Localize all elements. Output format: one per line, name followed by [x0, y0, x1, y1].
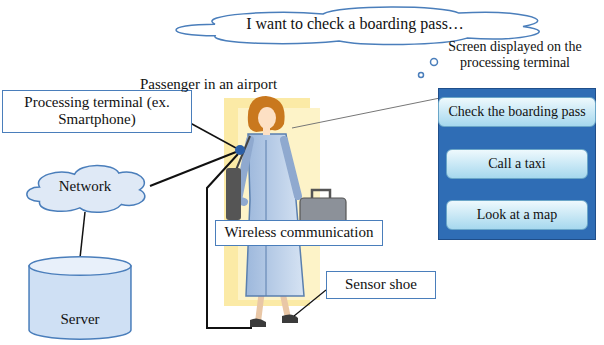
- cylinder-outline: [28, 256, 132, 340]
- coat-seam: [266, 140, 267, 296]
- menu-button: Call a taxi: [446, 149, 588, 179]
- neck: [263, 127, 270, 135]
- thought-bubble: [419, 73, 424, 78]
- node-text: Look at a map: [477, 207, 557, 223]
- figure-label: Passenger in an airport: [140, 76, 277, 93]
- bag: [226, 168, 241, 220]
- screen-panel: Screen displayed on the processing termi…: [438, 88, 596, 240]
- wireless-box: Wireless communication: [215, 220, 384, 246]
- node-text: Check the boarding pass: [448, 104, 585, 120]
- suitcase-handle: [312, 190, 330, 198]
- network-cloud: Network: [20, 158, 150, 216]
- node-text: Processing terminal (ex. Smartphone): [3, 94, 191, 129]
- coat: [246, 134, 304, 296]
- terminal-dot: [235, 145, 245, 155]
- node-text: Network: [59, 178, 112, 195]
- node-text: I want to check a boarding pass…: [246, 15, 464, 33]
- bag-strap: [236, 136, 250, 170]
- thought-bubble: [431, 59, 438, 66]
- node-text: Call a taxi: [488, 156, 546, 172]
- leader-line: [292, 98, 440, 128]
- server-cylinder: Server: [28, 256, 132, 340]
- arm: [284, 140, 298, 196]
- terminal-box: Processing terminal (ex. Smartphone): [2, 90, 192, 133]
- node-text: Wireless communication: [225, 224, 374, 241]
- menu-button: Check the boarding pass: [438, 97, 595, 127]
- panel-heading: Screen displayed on the processing termi…: [431, 39, 599, 71]
- face: [258, 107, 276, 129]
- leader-line: [294, 290, 326, 316]
- shoe: [282, 314, 298, 323]
- node-text: Sensor shoe: [345, 276, 417, 293]
- menu-button: Look at a map: [446, 200, 588, 230]
- connector: [80, 212, 85, 258]
- node-text: Server: [60, 311, 99, 328]
- sensor-box: Sensor shoe: [326, 271, 436, 299]
- hair: [248, 96, 285, 132]
- shoe: [250, 318, 266, 327]
